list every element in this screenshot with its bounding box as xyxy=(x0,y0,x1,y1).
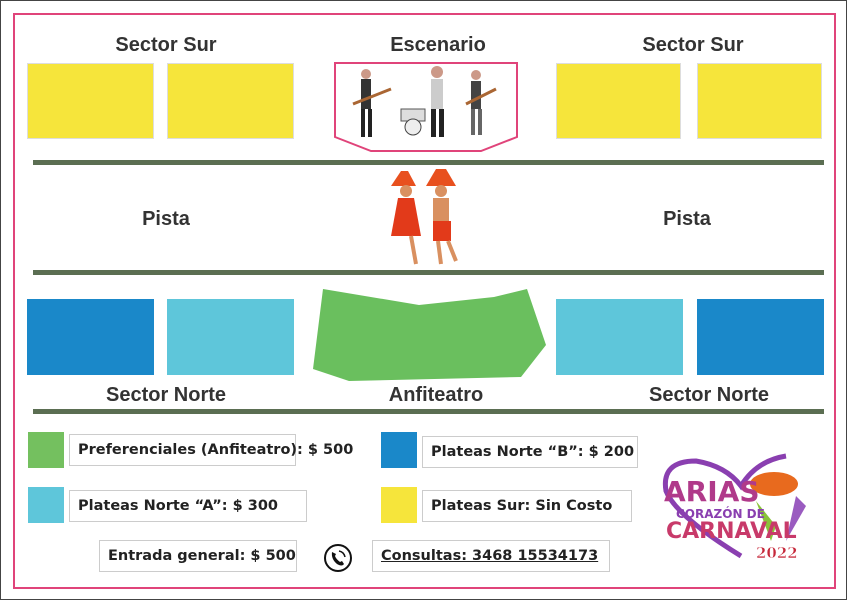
sector-sur-block[interactable] xyxy=(167,63,294,139)
label-anfiteatro: Anfiteatro xyxy=(388,384,484,406)
divider xyxy=(33,270,824,275)
sector-sur-block[interactable] xyxy=(27,63,154,139)
divider xyxy=(33,409,824,414)
phone-icon xyxy=(324,544,352,572)
label-sector-sur-right: Sector Sur xyxy=(642,34,744,56)
label-sector-norte-right: Sector Norte xyxy=(648,384,770,406)
label-sector-norte-left: Sector Norte xyxy=(105,384,227,406)
plateas-norte-a-block[interactable] xyxy=(556,299,683,375)
legend-swatch-plateas-norte-b xyxy=(381,432,417,468)
legend-swatch-plateas-norte-a xyxy=(28,487,64,523)
dancers-illustration xyxy=(391,169,458,265)
svg-text:2022: 2022 xyxy=(756,544,798,562)
stage[interactable] xyxy=(331,59,523,155)
svg-text:ARIAS: ARIAS xyxy=(664,475,759,508)
svg-text:CORAZÓN DE: CORAZÓN DE xyxy=(676,506,765,521)
label-escenario: Escenario xyxy=(390,34,486,56)
plateas-norte-b-block[interactable] xyxy=(27,299,154,375)
legend-plateas-norte-b: Plateas Norte “B”: $ 200 xyxy=(422,436,638,468)
sector-sur-block[interactable] xyxy=(697,63,822,139)
label-sector-sur-left: Sector Sur xyxy=(115,34,217,56)
plateas-norte-a-block[interactable] xyxy=(167,299,294,375)
legend-swatch-plateas-sur xyxy=(381,487,417,523)
sector-sur-block[interactable] xyxy=(556,63,681,139)
anfiteatro-area[interactable] xyxy=(309,285,551,385)
legend-plateas-norte-a: Plateas Norte “A”: $ 300 xyxy=(69,490,307,522)
consultas-link[interactable]: Consultas: 3468 15534173 xyxy=(372,540,610,572)
plateas-norte-b-block[interactable] xyxy=(697,299,824,375)
entrada-general: Entrada general: $ 500 xyxy=(99,540,297,572)
page-frame xyxy=(13,13,836,589)
legend-swatch-preferenciales xyxy=(28,432,64,468)
divider xyxy=(33,160,824,165)
label-pista-left: Pista xyxy=(142,208,190,230)
legend-preferenciales: Preferenciales (Anfiteatro): $ 500 xyxy=(69,434,353,466)
carnaval-logo: ARIAS CORAZÓN DE CARNAVAL 2022 xyxy=(662,453,806,562)
band-illustration xyxy=(352,66,497,137)
label-pista-right: Pista xyxy=(663,208,711,230)
svg-text:CARNAVAL: CARNAVAL xyxy=(666,519,797,544)
legend-plateas-sur: Plateas Sur: Sin Costo xyxy=(422,490,632,522)
